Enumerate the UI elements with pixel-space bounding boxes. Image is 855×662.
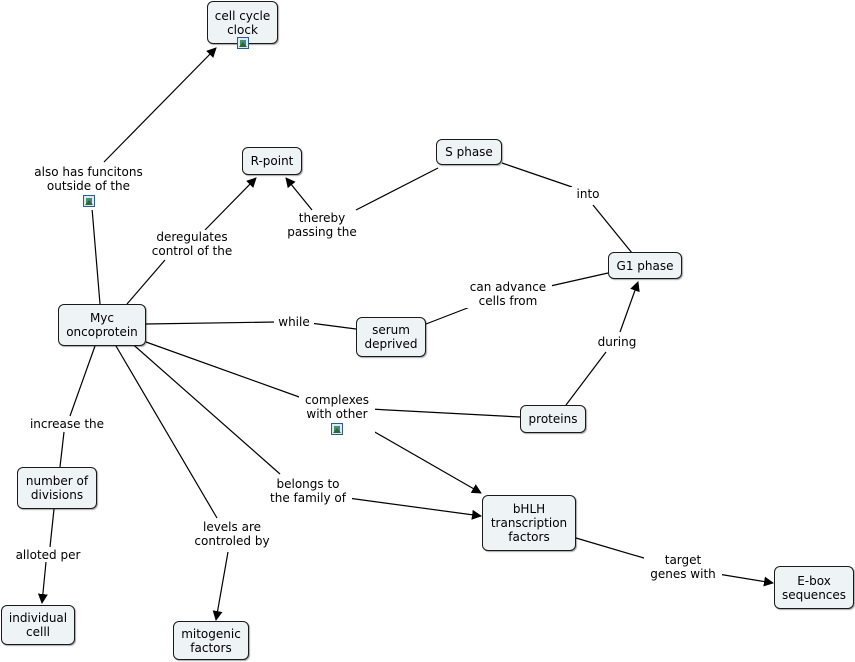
- arrow-also-has-clock: [103, 47, 217, 163]
- arrow-complexes-bhlh: [365, 426, 482, 494]
- concept-r-point[interactable]: R-point: [242, 147, 302, 175]
- image-icon[interactable]: [82, 195, 95, 207]
- link-label-while: while: [274, 315, 314, 329]
- link-label-levels: levels are controled by: [190, 520, 274, 548]
- connector-bhlh-target: [575, 537, 655, 562]
- connector-myc-also-has: [91, 207, 101, 305]
- concept-label: mitogenic factors: [181, 626, 241, 655]
- concept-label: individual celll: [8, 611, 68, 639]
- concept-g1-phase[interactable]: G1 phase: [608, 252, 682, 279]
- link-label-thereby: thereby passing the: [284, 211, 360, 239]
- link-text-deregulates: deregulates control of the: [151, 230, 233, 258]
- connector-g1-into: [592, 204, 633, 254]
- concept-label: G1 phase: [616, 258, 674, 273]
- arrow-levels-mitogenic: [212, 551, 229, 621]
- connector-myc-while: [145, 321, 277, 325]
- concept-label: R-point: [250, 154, 294, 168]
- link-text-thereby: thereby passing the: [287, 211, 357, 239]
- connector-into-sphase: [501, 162, 573, 188]
- connector-complexes-proteins: [369, 408, 521, 418]
- connector-divisions-alloted: [49, 508, 55, 548]
- concept-bhlh-transcription-factors[interactable]: bHLH transcription factors: [482, 495, 576, 551]
- image-icon[interactable]: [237, 37, 249, 49]
- concept-label: proteins: [528, 412, 578, 426]
- link-label-complexes: complexes with other: [299, 393, 375, 438]
- concept-label: serum deprived: [364, 323, 418, 351]
- connector-sphase-thereby: [355, 167, 439, 211]
- concept-cell-cycle-clock[interactable]: cell cycle clock: [207, 1, 278, 49]
- connector-myc-deregulates: [126, 259, 166, 305]
- arrow-target-ebox: [717, 573, 774, 587]
- arrow-belongs-bhlh: [347, 497, 482, 520]
- connector-proteins-during: [565, 351, 607, 406]
- concept-e-box-sequences[interactable]: E-box sequences: [774, 566, 854, 609]
- arrow-deregulates-rpoint: [204, 177, 257, 231]
- concept-label: S phase: [445, 145, 493, 159]
- link-text-into: into: [576, 187, 600, 201]
- concept-label: number of divisions: [25, 474, 89, 502]
- link-text-alloted: alloted per: [15, 548, 81, 562]
- concept-label: cell cycle clock: [214, 8, 271, 37]
- link-label-deregulates: deregulates control of the: [146, 230, 238, 258]
- link-label-into: into: [570, 187, 606, 201]
- concept-label: E-box sequences: [781, 573, 847, 602]
- link-text-during: during: [597, 335, 637, 349]
- link-label-alloted: alloted per: [10, 548, 86, 562]
- concept-mitogenic-factors[interactable]: mitogenic factors: [173, 621, 249, 660]
- link-label-increase: increase the: [24, 417, 110, 431]
- connector-myc-belongs: [127, 339, 281, 475]
- link-label-target: target genes with: [644, 553, 722, 581]
- connector-serum-canadvance: [425, 306, 471, 325]
- link-text-complexes: complexes with other: [304, 393, 370, 421]
- link-text-belongs: belongs to the family of: [270, 477, 346, 505]
- link-label-also-has: also has funcitons outside of the: [30, 165, 147, 210]
- concept-s-phase[interactable]: S phase: [436, 139, 502, 165]
- concept-proteins[interactable]: proteins: [520, 405, 586, 433]
- connector-canadvance-g1: [545, 272, 609, 288]
- concept-individual-cell[interactable]: individual celll: [1, 605, 75, 645]
- link-text-target: target genes with: [650, 553, 716, 581]
- link-label-can-advance: can advance cells from: [464, 280, 552, 308]
- concept-label: Myc oncoprotein: [66, 311, 138, 339]
- arrow-thereby-rpoint: [285, 177, 313, 211]
- concept-myc-oncoprotein[interactable]: Myc oncoprotein: [58, 304, 146, 346]
- link-label-belongs: belongs to the family of: [264, 477, 352, 505]
- concept-label: bHLH transcription factors: [490, 502, 568, 544]
- link-text-can-advance: can advance cells from: [469, 280, 547, 308]
- link-text-increase: increase the: [29, 417, 105, 431]
- arrow-alloted-individual: [37, 561, 48, 604]
- concept-number-of-divisions[interactable]: number of divisions: [17, 467, 97, 509]
- concept-serum-deprived[interactable]: serum deprived: [356, 317, 426, 357]
- connector-myc-levels: [115, 345, 218, 519]
- link-label-during: during: [594, 335, 640, 349]
- image-icon[interactable]: [331, 423, 343, 435]
- connector-myc-complexes: [145, 341, 303, 399]
- connector-myc-increase: [69, 345, 96, 417]
- link-text-while: while: [278, 315, 310, 329]
- link-text-also-has: also has funcitons outside of the: [34, 165, 143, 193]
- arrow-during-g1: [619, 281, 640, 333]
- connector-while-serum: [309, 322, 357, 330]
- link-text-levels: levels are controled by: [194, 520, 270, 548]
- connector-increase-divisions: [59, 431, 65, 468]
